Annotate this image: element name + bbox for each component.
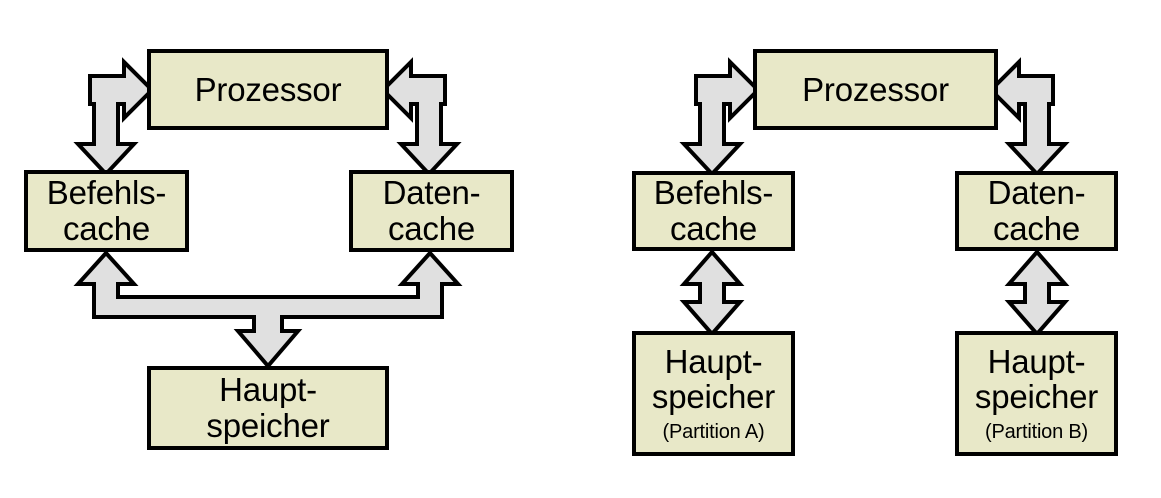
right-data-cache-memory-b-arrow (1004, 248, 1070, 338)
right-main-memory-partition-b-label: Haupt- speicher (974, 342, 1099, 416)
left-instruction-cache-box[interactable]: Befehls- cache (24, 170, 189, 252)
left-processor-data-cache-elbow-arrow (380, 57, 462, 177)
left-main-memory-label: Haupt- speicher (206, 371, 330, 444)
left-processor-box[interactable]: Prozessor (147, 49, 389, 130)
left-data-cache-box[interactable]: Daten- cache (349, 170, 514, 252)
right-main-memory-partition-a-sublabel: (Partition A) (662, 420, 765, 443)
left-instruction-cache-label: Befehls- cache (46, 174, 167, 247)
right-processor-label: Prozessor (802, 70, 949, 108)
right-main-memory-partition-b-sublabel: (Partition B) (985, 420, 1088, 443)
left-caches-main-memory-tee-arrow (73, 250, 463, 370)
left-data-cache-label: Daten- cache (382, 174, 481, 247)
right-main-memory-partition-a-label: Haupt- speicher (651, 342, 776, 416)
left-processor-instruction-cache-elbow-arrow (73, 57, 155, 177)
left-main-memory-box[interactable]: Haupt- speicher (147, 366, 389, 450)
left-processor-label: Prozessor (194, 70, 342, 108)
right-processor-instruction-cache-elbow-arrow (679, 57, 761, 177)
right-data-cache-box[interactable]: Daten- cache (955, 171, 1118, 251)
right-main-memory-partition-a-box[interactable]: Haupt- speicher (Partition A) (632, 331, 795, 456)
right-main-memory-partition-b-box[interactable]: Haupt- speicher (Partition B) (955, 331, 1118, 456)
right-processor-box[interactable]: Prozessor (753, 49, 998, 130)
right-instruction-cache-memory-a-arrow (679, 248, 745, 338)
right-processor-data-cache-elbow-arrow (988, 57, 1070, 177)
right-instruction-cache-label: Befehls- cache (653, 174, 774, 247)
right-instruction-cache-box[interactable]: Befehls- cache (632, 171, 795, 251)
right-data-cache-label: Daten- cache (987, 174, 1086, 247)
